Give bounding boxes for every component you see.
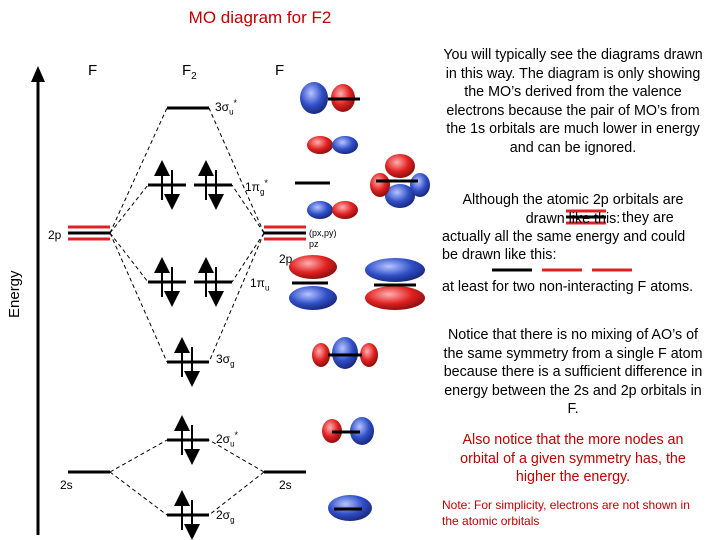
mo-label-2su-star: 2σu*	[216, 430, 239, 449]
panel-para-1: You will typically see the diagrams draw…	[443, 47, 703, 156]
mo-label-1pu: 1πu	[250, 276, 270, 293]
left-2p-levels	[68, 225, 110, 241]
orbital-3sg	[312, 337, 378, 369]
panel-note: Note: For simplicity, electrons are not …	[442, 498, 690, 528]
right-2s-label: 2s	[279, 478, 292, 492]
orbital-1pu-left	[289, 255, 337, 310]
panel-para-4: Also notice that the more nodes an orbit…	[460, 432, 686, 485]
orbital-1pg-star-top	[307, 136, 415, 208]
right-2p-label: 2p	[279, 252, 293, 266]
mo-label-3sg: 3σg	[216, 352, 235, 369]
mo-label-1pg-star: 1πg*	[245, 178, 268, 197]
correlation-lines	[109, 107, 265, 516]
energy-axis-arrow	[31, 66, 45, 82]
electron-arrows	[154, 160, 224, 540]
molecule-label: F2	[182, 62, 197, 82]
panel-para-2-rest: they are actually all the same energy an…	[442, 210, 686, 263]
orbital-1pg-star-bottom	[307, 173, 430, 219]
atom-label-left: F	[88, 62, 98, 79]
orbital-2sg	[328, 495, 372, 521]
orbital-3su-star	[300, 82, 360, 114]
atom-label-right: F	[275, 62, 285, 79]
p-orbital-components: (px,py) pz	[309, 228, 337, 249]
right-2p-levels	[264, 225, 306, 241]
panel-para-2c: at least for two non-interacting F atoms…	[442, 279, 694, 295]
panel-para-3: Notice that there is no mixing of AO’s o…	[443, 327, 703, 417]
mo-label-2sg: 2σg	[216, 508, 235, 525]
left-2s-label: 2s	[60, 478, 73, 492]
panel-stacked-levels	[566, 209, 606, 225]
orbital-1pu-right	[365, 258, 425, 310]
orbital-2su-star	[322, 417, 374, 445]
left-2p-label: 2p	[48, 228, 62, 242]
page-title: MO diagram for F2	[0, 8, 520, 28]
panel-para-2: Although the atomic 2p orbitals are draw…	[462, 192, 684, 227]
title-text: MO diagram for F2	[188, 8, 332, 27]
mo-label-3su-star: 3σu*	[215, 98, 238, 117]
